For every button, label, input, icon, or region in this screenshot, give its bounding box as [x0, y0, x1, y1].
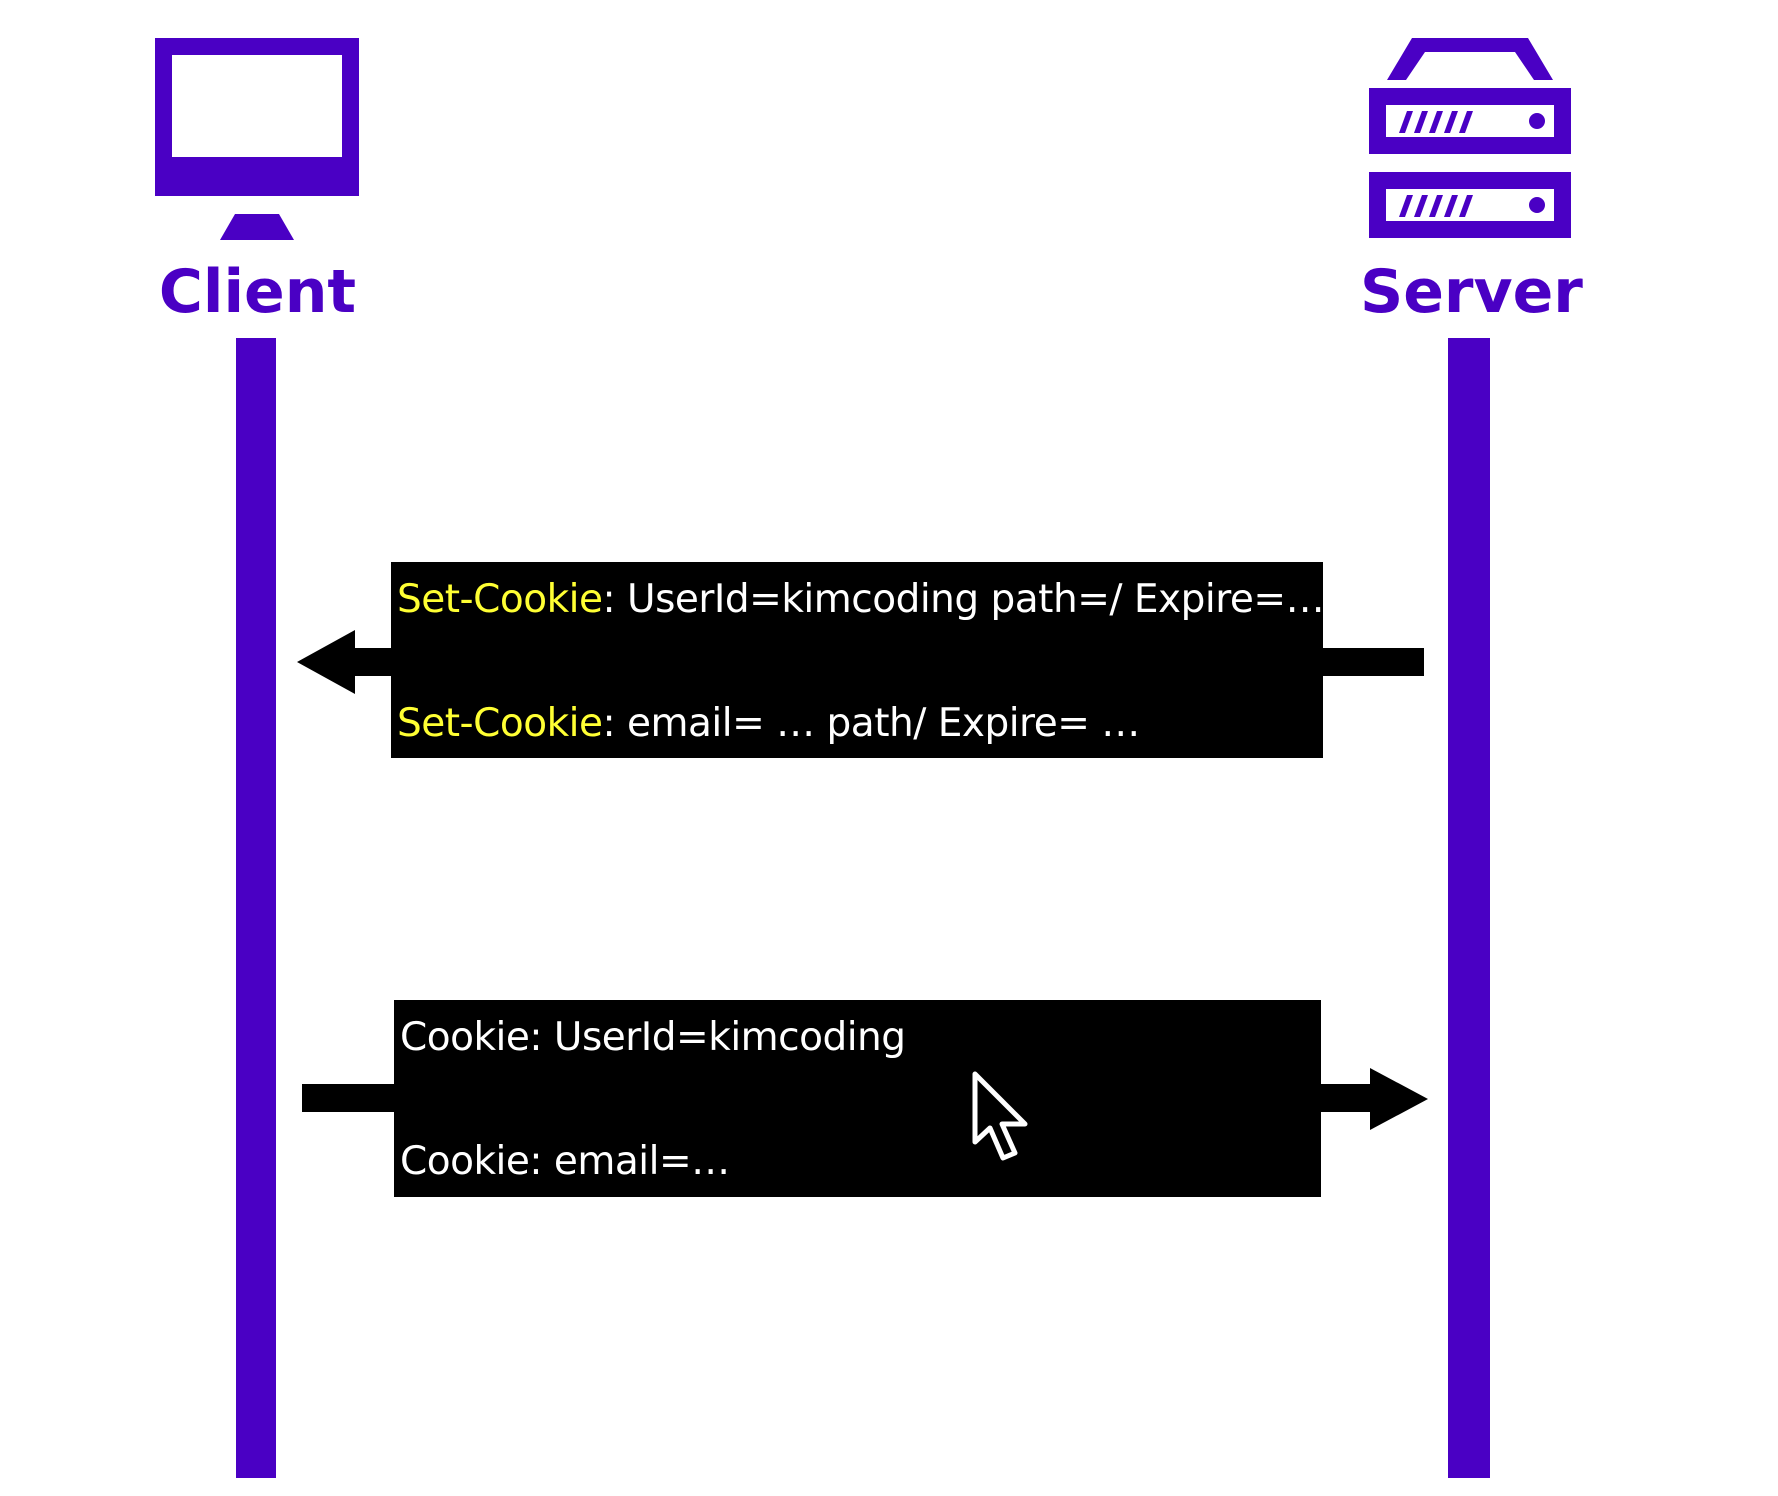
- set-cookie-key-1: Set-Cookie: [397, 577, 603, 622]
- server-label: Server: [1360, 257, 1583, 327]
- response-arrow-stem: [350, 648, 395, 676]
- server-icon: [1369, 38, 1571, 238]
- request-arrow-tail: [302, 1084, 398, 1112]
- cookie-line-2: Cookie: email=…: [400, 1139, 730, 1184]
- client-lifeline: [236, 338, 276, 1478]
- request-arrow-stem: [1318, 1084, 1376, 1112]
- arrow-left-icon: [297, 630, 355, 694]
- set-cookie-value-2: : email= … path/ Expire= …: [602, 701, 1140, 746]
- set-cookie-line-1: Set-Cookie: UserId=kimcoding path=/ Expi…: [397, 577, 1325, 622]
- cookie-line-1: Cookie: UserId=kimcoding: [400, 1015, 906, 1060]
- set-cookie-line-2: Set-Cookie: email= … path/ Expire= …: [397, 704, 1140, 743]
- request-header-box: Cookie: UserId=kimcoding Cookie: email=…: [394, 1000, 1321, 1197]
- response-header-box: Set-Cookie: UserId=kimcoding path=/ Expi…: [391, 562, 1325, 758]
- mouse-pointer-icon: [972, 1071, 1028, 1161]
- client-label: Client: [158, 257, 357, 327]
- response-arrow-tail: [1320, 648, 1424, 676]
- arrow-right-icon: [1370, 1068, 1428, 1130]
- monitor-icon: [155, 38, 359, 240]
- server-lifeline: [1448, 338, 1490, 1478]
- set-cookie-key-2: Set-Cookie: [397, 701, 603, 746]
- set-cookie-value-1: : UserId=kimcoding path=/ Expire=…: [602, 577, 1325, 622]
